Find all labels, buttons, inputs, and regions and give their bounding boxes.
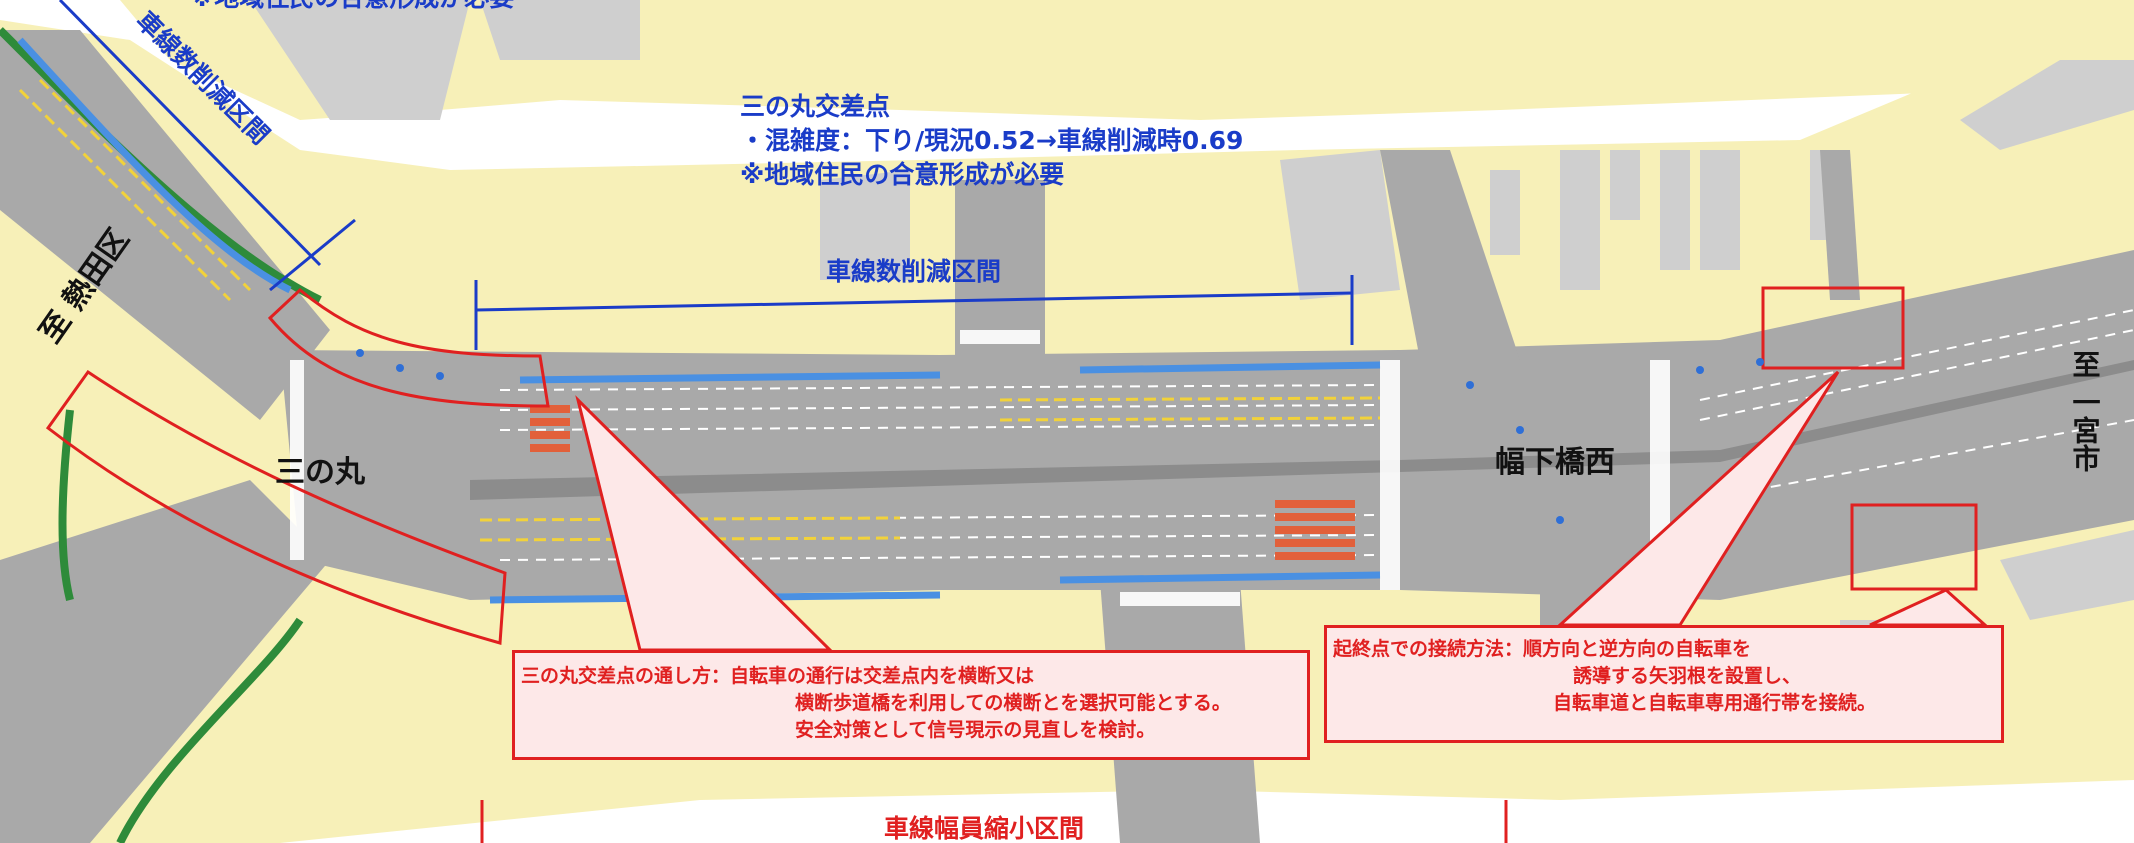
section-lines-red [480, 800, 1508, 843]
intersection-note-heading: 三の丸交差点 [740, 92, 891, 121]
section-lines-blue [58, 0, 1354, 350]
place-label-to-ichinomiya: 至 一宮市 [2069, 350, 2102, 472]
crosswalks [290, 330, 1670, 606]
red-road-markings [530, 405, 1355, 560]
intersection-note-congestion: ・混雑度：下り/現況0.52→車線削減時0.69 [740, 126, 1244, 155]
highlight-areas [45, 286, 1978, 645]
callout-endpoint-head: 起終点での接続方法： [1333, 638, 1524, 660]
top-left-note-cut: ※地域住民の合意形成が必要 [190, 0, 514, 12]
place-label-habashitabashi-nishi: 幅下橋西 [1495, 445, 1615, 480]
callout-endpoint-line1: 順方向と逆方向の自転車を [1523, 638, 1752, 660]
callout-sannomaru-line2: 横断歩道橋を利用しての横断とを選択可能とする。 [795, 692, 1231, 714]
intersection-note: 三の丸交差点 ・混雑度：下り/現況0.52→車線削減時0.69 ※地域住民の合意… [740, 90, 1243, 192]
callout-sannomaru-line1: 自転車の通行は交差点内を横断又は [730, 665, 1035, 687]
callout-endpoint-line2: 誘導する矢羽根を設置し、 [1573, 665, 1802, 687]
section-label-lane-reduction: 車線数削減区間 [826, 257, 1001, 286]
callout-endpoint-line3: 自転車道と自転車専用通行帯を接続。 [1553, 692, 1877, 714]
bike-arrows [356, 349, 1764, 524]
place-label-sannomaru: 三の丸 [275, 455, 365, 490]
section-label-lane-width-reduction: 車線幅員縮小区間 [884, 814, 1084, 843]
callout-sannomaru-line3: 安全対策として信号現示の見直しを検討。 [795, 719, 1156, 741]
callout-sannomaru-head: 三の丸交差点の通し方： [521, 665, 731, 687]
intersection-note-consensus: ※地域住民の合意形成が必要 [740, 160, 1065, 189]
callout-sannomaru: 三の丸交差点の通し方：自転車の通行は交差点内を横断又は 横断歩道橋を利用しての横… [512, 650, 1310, 760]
callout-endpoint: 起終点での接続方法：順方向と逆方向の自転車を 誘導する矢羽根を設置し、 自転車道… [1324, 625, 2004, 743]
yellow-markings [18, 78, 1381, 542]
